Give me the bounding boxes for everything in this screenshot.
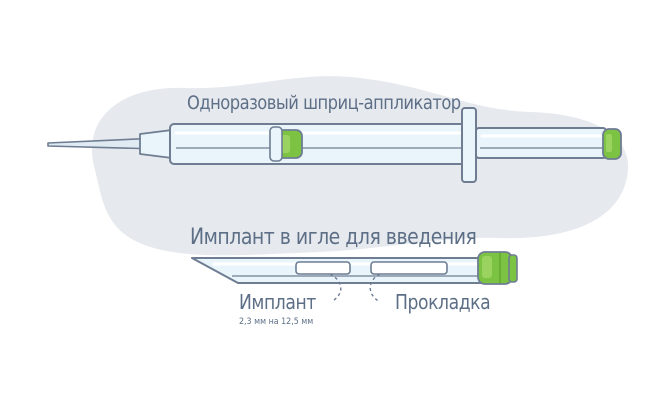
implant-size-label: 2,3 мм на 12,5 мм xyxy=(239,317,314,327)
syringe-barrel xyxy=(169,123,467,165)
needle-title: Имплант в игле для введения xyxy=(190,225,477,250)
needle-with-implant xyxy=(191,251,518,285)
implant-label: Имплант xyxy=(239,290,316,314)
syringe xyxy=(47,107,622,183)
syringe-flange xyxy=(461,107,477,183)
background-blob xyxy=(91,76,629,256)
syringe-hub xyxy=(139,129,173,159)
syringe-plunger-rod xyxy=(475,127,607,159)
implant-rod xyxy=(295,261,351,275)
syringe-title: Одноразовый шприц-аппликатор xyxy=(187,92,461,114)
spacer-rod xyxy=(370,261,448,275)
spacer-leader-line xyxy=(369,273,381,303)
spacer-label: Прокладка xyxy=(395,290,491,314)
